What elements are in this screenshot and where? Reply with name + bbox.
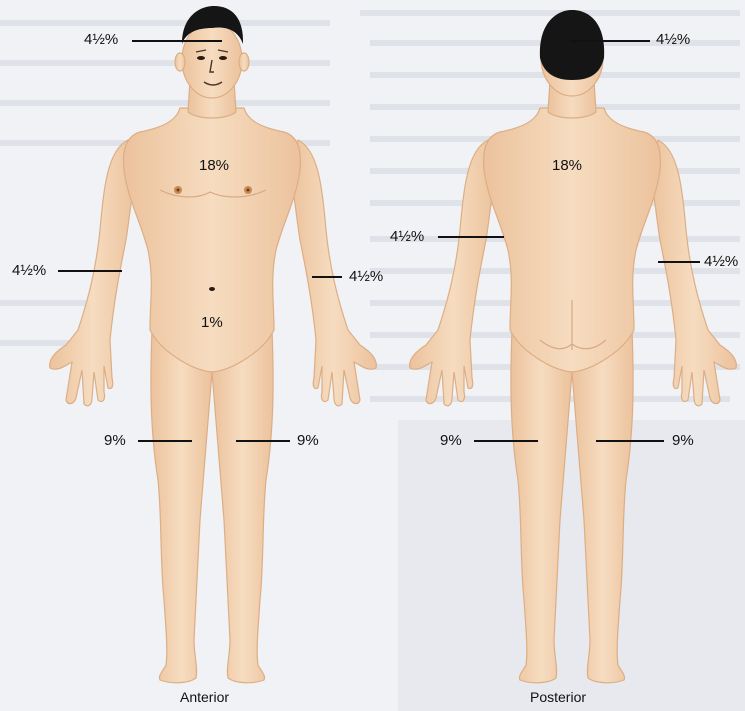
- posterior-right-arm-label: 4½%: [704, 253, 738, 270]
- posterior-trunk-label: 18%: [552, 157, 582, 174]
- posterior-left-leg: [511, 330, 572, 683]
- anterior-right-arm-pointer: [312, 276, 342, 278]
- anterior-left-leg-pointer: [138, 440, 192, 442]
- anterior-perineum-label: 1%: [201, 314, 223, 331]
- posterior-left-arm: [410, 140, 496, 406]
- anterior-view-label: Anterior: [180, 689, 229, 705]
- posterior-left-leg-pointer: [474, 440, 538, 442]
- anterior-trunk-label: 18%: [199, 157, 229, 174]
- posterior-head-label: 4½%: [656, 31, 690, 48]
- anterior-right-arm-label: 4½%: [349, 268, 383, 285]
- anterior-right-leg-label: 9%: [297, 432, 319, 449]
- posterior-right-arm-pointer: [658, 261, 700, 263]
- posterior-left-arm-pointer: [438, 236, 504, 238]
- anterior-right-leg-pointer: [236, 440, 290, 442]
- anterior-head-pointer: [132, 40, 222, 42]
- posterior-right-leg: [572, 330, 633, 683]
- posterior-hair: [540, 10, 604, 80]
- anterior-left-arm-label: 4½%: [12, 262, 46, 279]
- posterior-view-label: Posterior: [530, 689, 586, 705]
- posterior-head-pointer: [570, 40, 650, 42]
- anterior-head-label: 4½%: [84, 31, 118, 48]
- posterior-left-arm-label: 4½%: [390, 228, 424, 245]
- posterior-left-leg-label: 9%: [440, 432, 462, 449]
- posterior-right-leg-label: 9%: [672, 432, 694, 449]
- anterior-left-arm-pointer: [58, 270, 122, 272]
- posterior-right-arm: [650, 140, 736, 406]
- anterior-left-leg-label: 9%: [104, 432, 126, 449]
- posterior-right-leg-pointer: [596, 440, 664, 442]
